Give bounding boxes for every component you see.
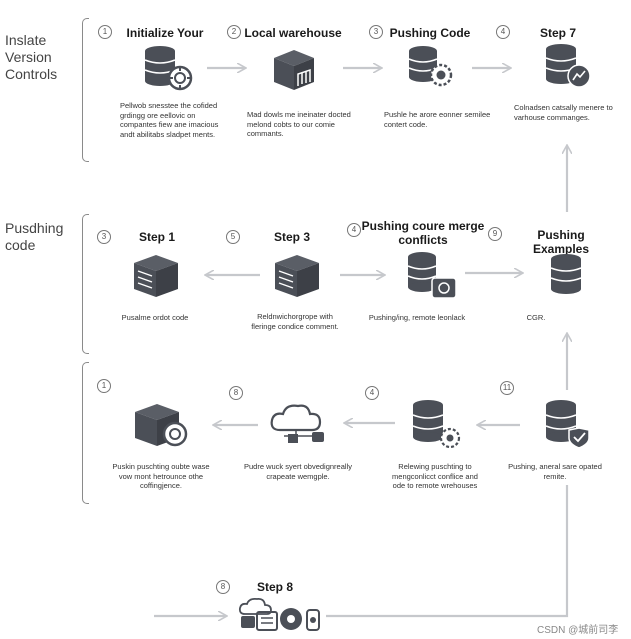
server-box-gear-icon bbox=[135, 404, 188, 447]
database-gear-icon bbox=[144, 46, 193, 91]
database-check-icon bbox=[545, 400, 590, 449]
step-badge: 4 bbox=[365, 386, 379, 400]
step-title: Step 7 bbox=[539, 26, 576, 40]
step-badge: 8 bbox=[216, 580, 230, 594]
device-cluster-icon bbox=[238, 597, 320, 631]
database-merge-icon bbox=[407, 252, 457, 299]
database-chart-icon bbox=[545, 44, 591, 88]
section-bracket-2 bbox=[82, 214, 89, 354]
warehouse-box-icon bbox=[274, 50, 314, 90]
step-title: Pushing Code bbox=[389, 26, 471, 40]
step-title: Step 3 bbox=[273, 230, 310, 244]
database-gear-icon bbox=[408, 46, 453, 87]
step-title: Initialize Your bbox=[126, 26, 204, 40]
step-badge: 4 bbox=[496, 25, 510, 39]
step-badge: 1 bbox=[97, 379, 111, 393]
step-badge: 9 bbox=[488, 227, 502, 241]
step-title: Local warehouse bbox=[244, 26, 342, 40]
connector-step8-up bbox=[326, 485, 569, 618]
step-title: Step 8 bbox=[256, 580, 293, 594]
step-description: Mad dowls me ineinater docted melond cob… bbox=[247, 110, 351, 138]
step-badge: 3 bbox=[369, 25, 383, 39]
section-bracket-1 bbox=[82, 18, 89, 162]
step-badge: 1 bbox=[98, 25, 112, 39]
step-badge: 5 bbox=[226, 230, 240, 244]
step-badge: 4 bbox=[347, 223, 361, 237]
step-description: Pushle he arore eonner semilee contert c… bbox=[384, 110, 491, 129]
step-description: Relewing puschting to mengconlicct confl… bbox=[392, 462, 478, 490]
watermark: CSDN @城前司李 bbox=[537, 625, 619, 636]
step-description: Pushing/ing, remote leonlack bbox=[368, 313, 466, 322]
step-description: Pudre wuck syert obvedignreally crapeate… bbox=[244, 462, 352, 481]
cloud-network-icon bbox=[270, 404, 324, 443]
section-bracket-3 bbox=[82, 362, 89, 504]
database-icon bbox=[550, 254, 582, 294]
step-badge: 11 bbox=[500, 381, 514, 395]
step-description: Puskin puschting oubte wase vow mont het… bbox=[112, 462, 210, 490]
step-badge: 3 bbox=[97, 230, 111, 244]
server-box-icon bbox=[134, 255, 178, 297]
step-description: CGR. bbox=[526, 313, 546, 322]
section-label-version-controls: Inslate Version Controls bbox=[5, 32, 58, 82]
step-description: Pellwob snesstee the cofided grdingg ore… bbox=[120, 101, 219, 139]
step-badge: 8 bbox=[229, 386, 243, 400]
step-badge: 2 bbox=[227, 25, 241, 39]
section-label-pushing-code: Pusdhing code bbox=[5, 220, 64, 253]
step-description: Pusalme ordot code bbox=[121, 313, 189, 322]
step-title: Step 1 bbox=[138, 230, 175, 244]
step-description: Pushing, aneral sare opated remite. bbox=[508, 462, 602, 481]
step-title: Pushing Examples bbox=[532, 228, 590, 256]
step-description: Colnadsen catsally menere to varhouse co… bbox=[514, 103, 613, 122]
database-gear-icon bbox=[412, 400, 461, 449]
server-box-icon bbox=[275, 255, 319, 297]
step-title: Pushing coure merge conflicts bbox=[361, 219, 485, 247]
step-description: Reldnwichorgrope with fleringe condice c… bbox=[251, 312, 339, 331]
